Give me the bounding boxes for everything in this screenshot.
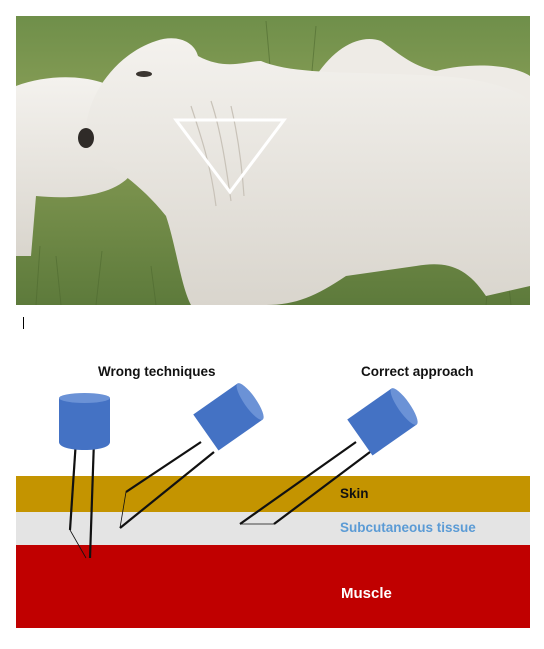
skin-label: Skin bbox=[340, 486, 369, 501]
muscle-layer bbox=[16, 545, 530, 628]
syringe-vertical-body bbox=[59, 398, 110, 450]
syringe-correct bbox=[239, 388, 418, 525]
subcutaneous-layer bbox=[16, 512, 530, 545]
cow-nose bbox=[78, 128, 94, 148]
injection-site-triangle bbox=[173, 118, 287, 195]
syringe-vertical bbox=[59, 393, 110, 559]
injection-diagram: Wrong techniques Correct approach Skin S… bbox=[0, 340, 544, 640]
main-cow bbox=[85, 38, 530, 305]
syringe-angled-wrong-body bbox=[193, 383, 263, 451]
subcutaneous-label: Subcutaneous tissue bbox=[340, 520, 476, 535]
heading-wrong-techniques: Wrong techniques bbox=[98, 364, 216, 379]
cow-eye bbox=[136, 71, 152, 77]
cattle-photo bbox=[16, 16, 530, 305]
syringe-angled-wrong bbox=[119, 383, 264, 529]
syringe-correct-body bbox=[347, 388, 417, 456]
muscle-label: Muscle bbox=[341, 585, 392, 602]
text-cursor bbox=[23, 317, 24, 329]
heading-correct-approach: Correct approach bbox=[361, 364, 474, 379]
skin-layer bbox=[16, 476, 530, 512]
